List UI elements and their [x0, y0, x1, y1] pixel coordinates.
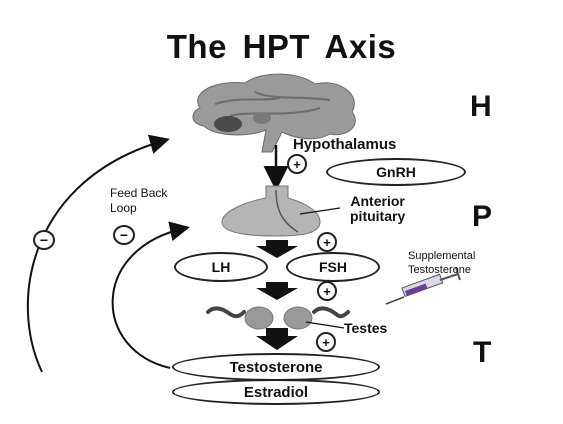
plus-sign-hormones: +	[317, 281, 337, 301]
feedback-line-1: Feed Back	[110, 186, 168, 200]
arrow-testes-to-testosterone	[256, 328, 298, 350]
plus-sign-gnrh: +	[287, 154, 307, 174]
arrow-hormones-to-testes	[256, 282, 298, 300]
inner-feedback-arrow	[111, 221, 190, 369]
anterior-pituitary-line-2: pituitary	[350, 208, 406, 224]
page-title: The HPT Axis	[166, 28, 397, 65]
gnrh-ellipse: GnRH	[326, 158, 466, 186]
pituitary-pointer-line	[299, 207, 341, 215]
level-h: H	[470, 90, 492, 123]
testosterone-ellipse: Testosterone	[172, 353, 380, 381]
fsh-ellipse: FSH	[286, 252, 380, 282]
brain-icon	[192, 73, 356, 153]
level-t: T	[473, 336, 492, 369]
outer-feedback-arrow	[26, 134, 170, 373]
plus-sign-testes: +	[316, 332, 336, 352]
level-p: P	[472, 200, 493, 233]
arrow-pituitary-to-hormones	[256, 240, 298, 258]
plus-sign-pituitary: +	[317, 232, 337, 252]
anterior-pituitary-label: Anterior pituitary	[350, 194, 405, 224]
supplemental-testosterone-label: Supplemental Testosterone	[408, 249, 475, 277]
lh-ellipse: LH	[174, 252, 268, 282]
supplemental-line-1: Supplemental	[408, 250, 476, 262]
hypothalamus-label: Hypothalamus	[293, 136, 397, 153]
testes-icon	[206, 306, 350, 330]
syringe-icon	[385, 267, 461, 305]
supplemental-line-2: Testosterone	[408, 264, 471, 276]
feedback-line-2: Loop	[110, 201, 137, 215]
testes-pointer-line	[305, 321, 345, 329]
minus-sign-outer-loop: −	[33, 230, 55, 250]
minus-sign-inner-loop: −	[113, 225, 135, 245]
testes-label: Testes	[344, 320, 388, 336]
estradiol-ellipse: Estradiol	[172, 379, 380, 405]
pituitary-gland-icon	[221, 185, 321, 237]
feedback-loop-label: Feed Back Loop	[110, 186, 167, 216]
anterior-pituitary-line-1: Anterior	[350, 193, 405, 209]
